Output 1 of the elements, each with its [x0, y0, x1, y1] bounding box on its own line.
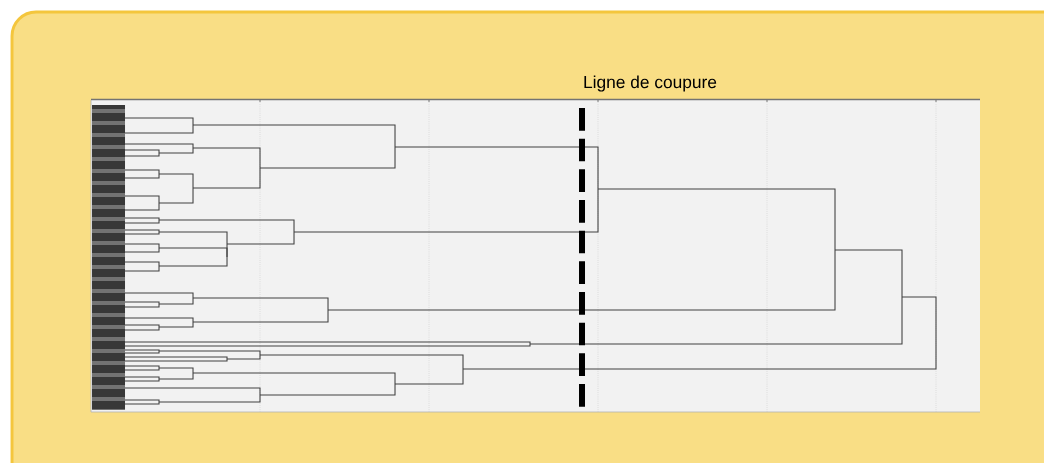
cut-line-label: Ligne de coupure: [584, 75, 717, 92]
